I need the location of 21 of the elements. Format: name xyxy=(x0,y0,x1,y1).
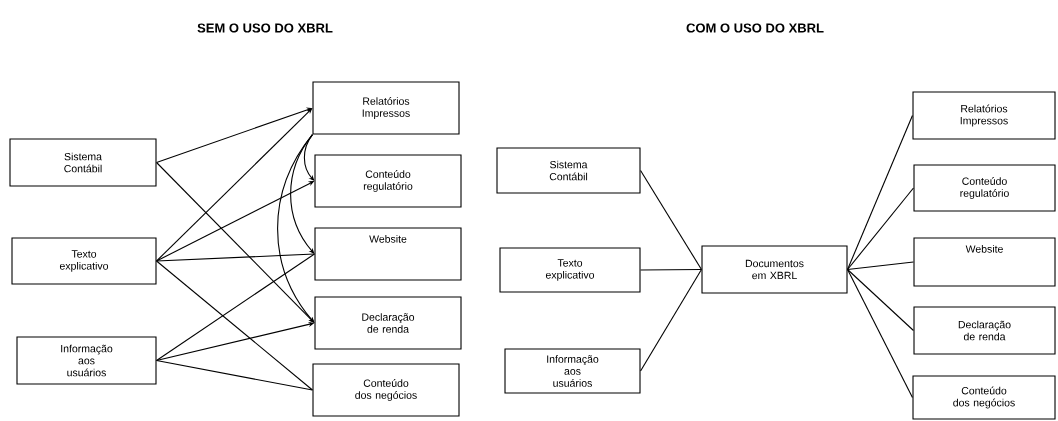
process-box: Sistema Contábil xyxy=(9,138,157,187)
process-box: Relatórios Impressos xyxy=(312,81,460,135)
process-box: Website xyxy=(314,227,462,281)
process-box: Sistema Contábil xyxy=(496,147,641,194)
process-box: Declaração de renda xyxy=(913,306,1056,355)
process-box: Conteúdo dos negócios xyxy=(312,363,460,417)
process-box: Conteúdo dos negócios xyxy=(912,375,1056,420)
arrow xyxy=(277,134,315,323)
heading: SEM O USO DO XBRL xyxy=(197,23,333,33)
process-box: Relatórios Impressos xyxy=(912,91,1056,140)
process-box: Texto explicativo xyxy=(11,237,157,285)
process-box: Texto explicativo xyxy=(499,247,641,293)
heading: COM O USO DO XBRL xyxy=(686,23,824,33)
process-box: Documentos em XBRL xyxy=(701,245,848,294)
process-box: Declaração de renda xyxy=(314,296,462,350)
arrow xyxy=(156,108,313,262)
process-box: Informação aos usuários xyxy=(16,336,157,385)
process-box: Website xyxy=(913,237,1056,287)
process-box: Conteúdo regulatório xyxy=(913,164,1056,212)
process-box: Informação aos usuários xyxy=(504,348,641,394)
process-box: Conteúdo regulatório xyxy=(314,154,462,208)
